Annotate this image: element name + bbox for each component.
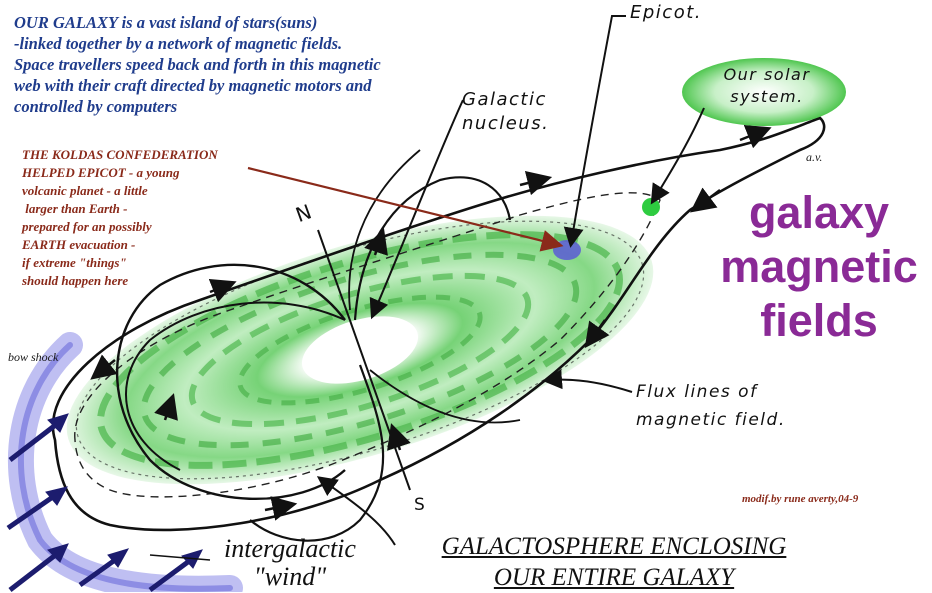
epicot-dot — [553, 240, 581, 260]
solar-system-label: Our solar system. — [712, 64, 822, 108]
galactic-nucleus-label-line: Galactic — [462, 88, 549, 112]
intergalactic-wind-label: intergalactic "wind" — [200, 535, 380, 591]
wind-label-line: intergalactic — [200, 535, 380, 563]
title-line: magnetic — [714, 240, 924, 294]
wind-label-line: "wind" — [200, 563, 380, 591]
koldas-line: HELPED EPICOT - a young — [22, 164, 218, 182]
koldas-line: larger than Earth - — [22, 200, 218, 218]
koldas-line: THE KOLDAS CONFEDERATION — [22, 146, 218, 164]
koldas-text-block: THE KOLDAS CONFEDERATION HELPED EPICOT -… — [22, 146, 218, 290]
intro-text-block: OUR GALAXY is a vast island of stars(sun… — [14, 12, 381, 117]
galactosphere-label-line: OUR ENTIRE GALAXY — [394, 562, 834, 593]
intro-line: Space travellers speed back and forth in… — [14, 54, 381, 75]
bow-shock-label: bow shock — [8, 350, 58, 365]
solar-system-label-line: system. — [712, 86, 822, 108]
galactosphere-label: GALACTOSPHERE ENCLOSING OUR ENTIRE GALAX… — [394, 531, 834, 593]
koldas-line: if extreme "things" — [22, 254, 218, 272]
flux-lines-label: Flux lines of magnetic field. — [636, 378, 786, 434]
koldas-line: volcanic planet - a little — [22, 182, 218, 200]
intro-line: OUR GALAXY is a vast island of stars(sun… — [14, 12, 381, 33]
koldas-line: EARTH evacuation - — [22, 236, 218, 254]
solar-system-dot — [642, 198, 660, 216]
flux-lines-label-line: magnetic field. — [636, 406, 786, 434]
koldas-line: should happen here — [22, 272, 218, 290]
diagram-title: galaxy magnetic fields — [714, 186, 924, 348]
galactic-nucleus-label-line: nucleus. — [462, 112, 549, 136]
title-line: fields — [714, 294, 924, 348]
credit-text: modif.by rune averty,04-9 — [742, 493, 858, 505]
galactosphere-label-line: GALACTOSPHERE ENCLOSING — [394, 531, 834, 562]
epicot-label: Epicot. — [630, 2, 702, 24]
koldas-line: prepared for an possibly — [22, 218, 218, 236]
flux-lines-label-line: Flux lines of — [636, 378, 786, 406]
solar-system-label-line: Our solar — [712, 64, 822, 86]
intro-line: controlled by computers — [14, 96, 381, 117]
south-pole-label: S — [414, 494, 426, 516]
title-line: galaxy — [714, 186, 924, 240]
intro-line: -linked together by a network of magneti… — [14, 33, 381, 54]
initials-label: a.v. — [806, 150, 822, 165]
intro-line: web with their craft directed by magneti… — [14, 75, 381, 96]
galactic-nucleus-label: Galactic nucleus. — [462, 88, 549, 136]
